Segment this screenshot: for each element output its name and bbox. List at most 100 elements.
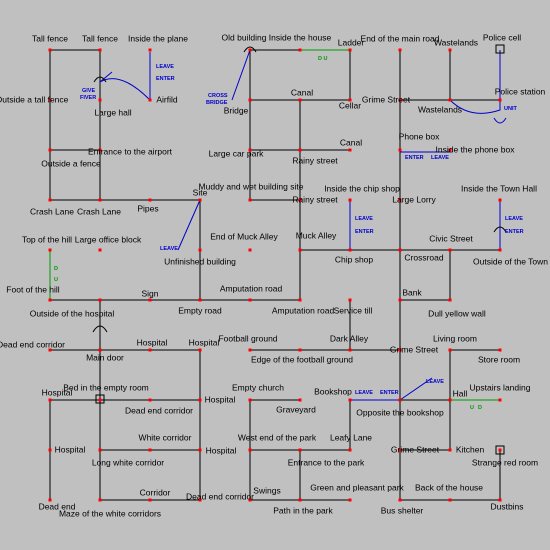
room-living-room: Living room — [433, 333, 477, 344]
room-node — [398, 298, 402, 302]
room-rainy-street: Rainy street — [292, 194, 338, 205]
room-node — [298, 348, 302, 352]
room-node — [148, 398, 152, 402]
room-leafy-lane: Leafy Lane — [329, 432, 373, 443]
room-node — [248, 498, 252, 502]
room-node — [348, 398, 352, 402]
room-outside-town-hall: Outside of the Town Hall — [473, 256, 550, 267]
room-node — [48, 198, 52, 202]
room-crash-lane: Crash Lane — [30, 206, 74, 217]
enter-phone-label: ENTER — [405, 155, 424, 161]
room-node — [498, 448, 502, 452]
d-hall-label: D — [478, 405, 482, 411]
room-bed-empty-room: Bed in the empty room — [63, 382, 149, 393]
room-node — [248, 448, 252, 452]
room-node — [348, 448, 352, 452]
room-store-room: Store room — [477, 354, 521, 365]
bed-room-door-icon — [95, 394, 105, 404]
old-building-arch-icon — [243, 46, 257, 53]
room-node — [98, 298, 102, 302]
room-hospital: Hospital — [54, 444, 86, 455]
room-end-of-muck-alley: End of Muck Alley — [210, 231, 278, 242]
room-dark-alley: Dark Alley — [329, 333, 369, 344]
room-top-of-hill: Top of the hill — [21, 234, 73, 245]
leave-bookshop-label: LEAVE — [355, 390, 373, 396]
room-node — [48, 48, 52, 52]
room-node — [48, 248, 52, 252]
room-node — [298, 298, 302, 302]
room-hospital: Hospital — [188, 337, 220, 348]
room-node — [48, 398, 52, 402]
room-node — [148, 98, 152, 102]
room-muddy-site: Muddy and wet building site — [198, 181, 304, 192]
room-phone-box: Phone box — [398, 131, 440, 142]
room-node — [298, 498, 302, 502]
room-node — [448, 448, 452, 452]
leave-phone-label: LEAVE — [431, 155, 449, 161]
room-rainy-street: Rainy street — [292, 155, 338, 166]
room-civic-street: Civic Street — [429, 233, 473, 244]
room-entrance-airport: Entrance to the airport — [87, 146, 173, 157]
room-node — [298, 248, 302, 252]
room-inside-phone-box: Inside the phone box — [435, 144, 515, 155]
room-back-of-house: Back of the house — [414, 482, 484, 493]
room-wastelands: Wastelands — [433, 37, 479, 48]
room-outside-tall-fence: Outside a tall fence — [0, 94, 69, 105]
room-path-in-park: Path in the park — [273, 505, 333, 516]
room-node — [98, 248, 102, 252]
room-node — [98, 448, 102, 452]
room-old-building: Old building — [221, 32, 267, 43]
room-node — [448, 48, 452, 52]
room-hospital: Hospital — [41, 387, 73, 398]
enter-chip-label: ENTER — [355, 229, 374, 235]
room-node — [398, 198, 402, 202]
room-node — [398, 398, 402, 402]
room-empty-road: Empty road — [178, 305, 222, 316]
leave-hall-house-label: LEAVE — [426, 379, 444, 385]
police-cell-door-icon — [495, 44, 505, 54]
room-node — [348, 98, 352, 102]
room-dull-yellow-wall: Dull yellow wall — [428, 308, 486, 319]
room-outside-a-fence: Outside a fence — [41, 158, 101, 169]
special-links — [49, 49, 501, 401]
room-wastelands: Wastelands — [417, 104, 463, 115]
room-green-park: Green and pleasant park — [310, 482, 404, 493]
room-node — [248, 398, 252, 402]
room-node — [448, 398, 452, 402]
room-node — [398, 98, 402, 102]
room-muck-alley: Muck Alley — [295, 230, 337, 241]
room-grime-street: Grime Street — [361, 94, 411, 105]
room-node — [448, 98, 452, 102]
room-node — [248, 98, 252, 102]
room-node — [148, 348, 152, 352]
enter-bookshop-label: ENTER — [380, 390, 399, 396]
cross-bridge-path — [231, 49, 251, 101]
room-node — [348, 148, 352, 152]
room-kitchen: Kitchen — [455, 444, 485, 455]
room-node — [98, 48, 102, 52]
room-canal: Canal — [290, 87, 314, 98]
room-cellar: Cellar — [338, 100, 362, 111]
hall-leave-path — [399, 377, 433, 401]
room-dead-end: Dead end — [38, 501, 76, 512]
room-opposite-bookshop: Opposite the bookshop — [356, 407, 444, 418]
room-node — [198, 298, 202, 302]
room-node — [148, 448, 152, 452]
room-football-ground: Football ground — [218, 333, 278, 344]
room-node — [98, 348, 102, 352]
room-entrance-park: Entrance to the park — [287, 457, 365, 468]
enter-plane-label: ENTER — [156, 76, 175, 82]
room-crossroad: Crossroad — [404, 252, 444, 263]
room-nodes — [48, 48, 502, 502]
room-node — [298, 98, 302, 102]
room-node — [398, 348, 402, 352]
room-dead-end-corridor: Dead end corridor — [185, 491, 255, 502]
room-node — [498, 98, 502, 102]
room-hospital: Hospital — [205, 445, 237, 456]
room-strange-red-room: Strange red room — [471, 457, 539, 468]
room-pipes: Pipes — [137, 203, 159, 214]
door-marks — [92, 44, 507, 455]
room-node — [148, 298, 152, 302]
